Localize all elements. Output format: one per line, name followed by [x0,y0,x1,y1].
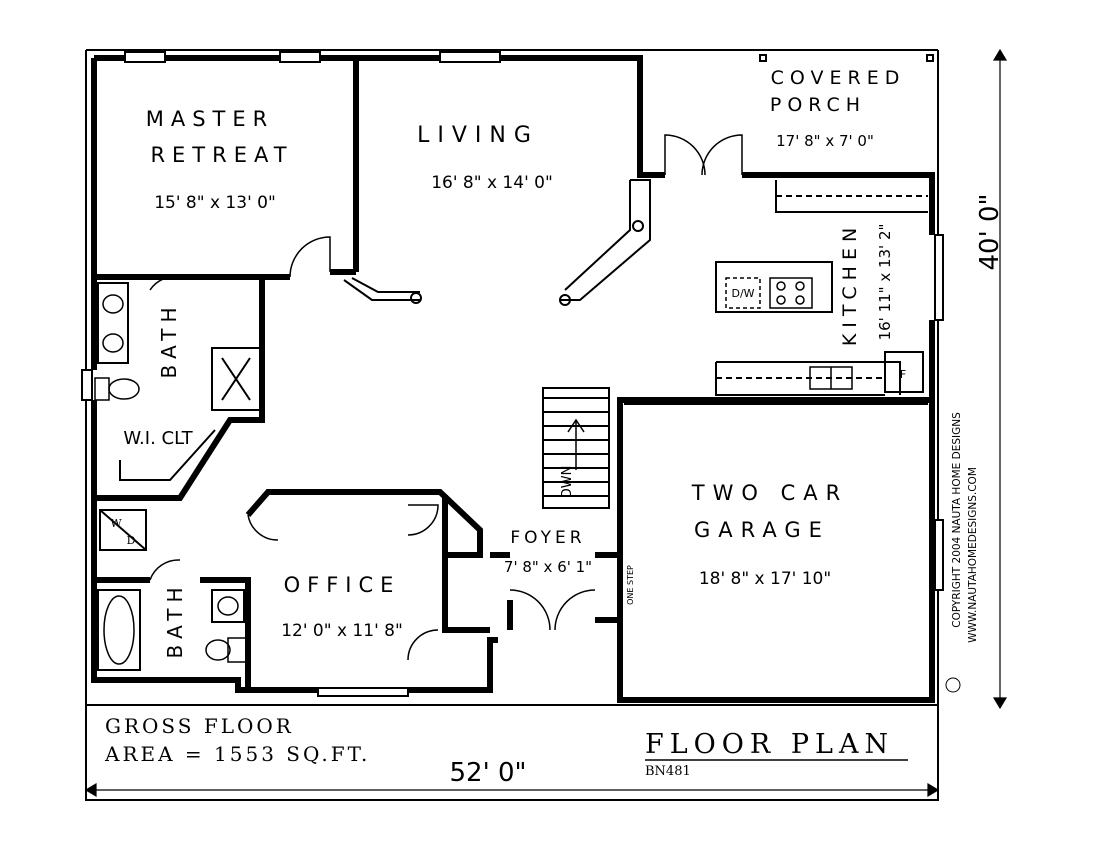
toilet-icon [94,377,110,401]
toilet-icon [227,637,247,663]
wic-name: W.I. CLT [123,428,193,449]
sink-icon [217,596,239,616]
fixtures [94,277,853,665]
master-name-1: MASTER [146,107,275,131]
toilet-icon [205,639,231,661]
bath-master-name: BATH [157,301,181,378]
plan-code: BN481 [645,764,691,779]
porch-name-1: COVERED [771,67,906,89]
copyright-line1: COPYRIGHT 2004 NAUTA HOME DESIGNS [951,412,963,628]
porch-name-2: PORCH [770,94,866,116]
stair-label: DWN [560,466,575,499]
copyright-line2: WWW.NAUTAHOMEDESIGNS.COM [967,467,979,643]
sink-icon [102,294,124,314]
garage-name-1: TWO CAR [691,481,848,505]
width-dimension: 52' 0" [450,758,527,788]
master-name-2: RETREAT [150,143,293,167]
toilet-icon [108,378,140,400]
washer-label: W [110,517,122,530]
foyer-name: FOYER [510,528,585,548]
dryer-label: D [127,534,136,547]
sink-icon [102,333,124,353]
office-name: OFFICE [284,573,401,597]
kitchen-name: KITCHEN [839,222,861,346]
garage-dims: 18' 8" x 17' 10" [699,569,831,589]
stair-arrow-icon [567,418,585,470]
office-dims: 12' 0" x 11' 8" [281,621,403,641]
copyright-icon [945,677,961,693]
plan-title: FLOOR PLAN [645,729,894,760]
dimension-lines [84,48,1008,798]
one-step-label: ONE STEP [626,565,635,605]
depth-dimension: 40' 0" [975,194,1005,271]
master-dims: 15' 8" x 13' 0" [154,193,276,213]
foyer-dims: 7' 8" x 6' 1" [504,558,592,576]
garage-name-2: GARAGE [694,518,830,542]
living-dims: 16' 8" x 14' 0" [431,173,553,193]
kitchen-dims: 16' 11" x 13' 2" [876,224,894,341]
dishwasher-icon [725,277,761,309]
living-angles [343,179,651,306]
gross-floor-line1: GROSS FLOOR [105,714,294,738]
fridge-label: F [900,368,906,381]
gross-floor-line2: AREA = 1553 SQ.FT. [104,742,370,766]
porch-dims: 17' 8" x 7' 0" [776,132,874,150]
cooktop-icon [769,277,813,309]
tub-icon [103,595,135,665]
bath-main-name: BATH [163,581,187,658]
living-name: LIVING [417,123,539,148]
doors [149,134,743,661]
walls [91,55,935,703]
windows [81,51,944,697]
dw-label: D/W [731,287,754,300]
